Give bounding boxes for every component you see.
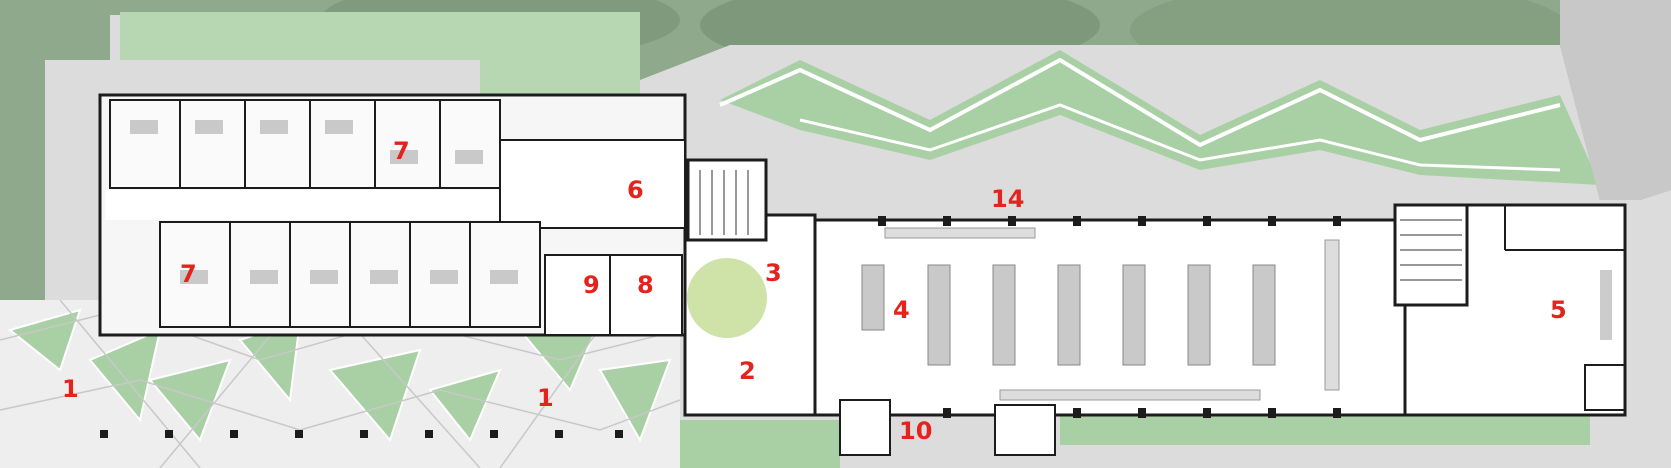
beds — [130, 120, 518, 284]
north-rooms — [109, 99, 686, 229]
service-interior — [1504, 205, 1626, 411]
south-lawn — [680, 420, 840, 468]
dining-tables — [861, 264, 1276, 366]
lobby-planter — [687, 258, 767, 338]
north-landscape — [120, 12, 640, 100]
label-rooms-north: 7 — [393, 137, 410, 165]
service-counter — [1600, 270, 1612, 340]
label-room-8: 8 — [637, 271, 654, 299]
stair-east — [1393, 203, 1469, 307]
road — [1560, 0, 1671, 200]
counters — [884, 227, 1340, 401]
zigzag-path — [799, 103, 1561, 172]
label-room-9: 9 — [583, 271, 600, 299]
label-entry-hall: 2 — [739, 357, 756, 385]
label-plaza-west: 1 — [62, 375, 79, 403]
plaza-triangles — [7, 308, 672, 443]
label-service-block: 5 — [1550, 296, 1567, 324]
label-dining-hall: 4 — [893, 296, 910, 324]
label-terrace: 14 — [991, 185, 1025, 213]
south-lawn — [1060, 415, 1590, 445]
stair-north — [686, 158, 768, 242]
label-lounge: 6 — [627, 176, 644, 204]
label-lobby: 3 — [765, 259, 782, 287]
label-plaza-center: 1 — [537, 384, 554, 412]
bollards — [100, 430, 623, 438]
dining-hall — [813, 218, 1407, 417]
label-rooms-south: 7 — [180, 260, 197, 288]
zigzag-landscape — [720, 50, 1600, 185]
zigzag-path — [719, 57, 1561, 148]
restroom-block — [839, 399, 1056, 456]
label-restrooms: 10 — [899, 417, 933, 445]
